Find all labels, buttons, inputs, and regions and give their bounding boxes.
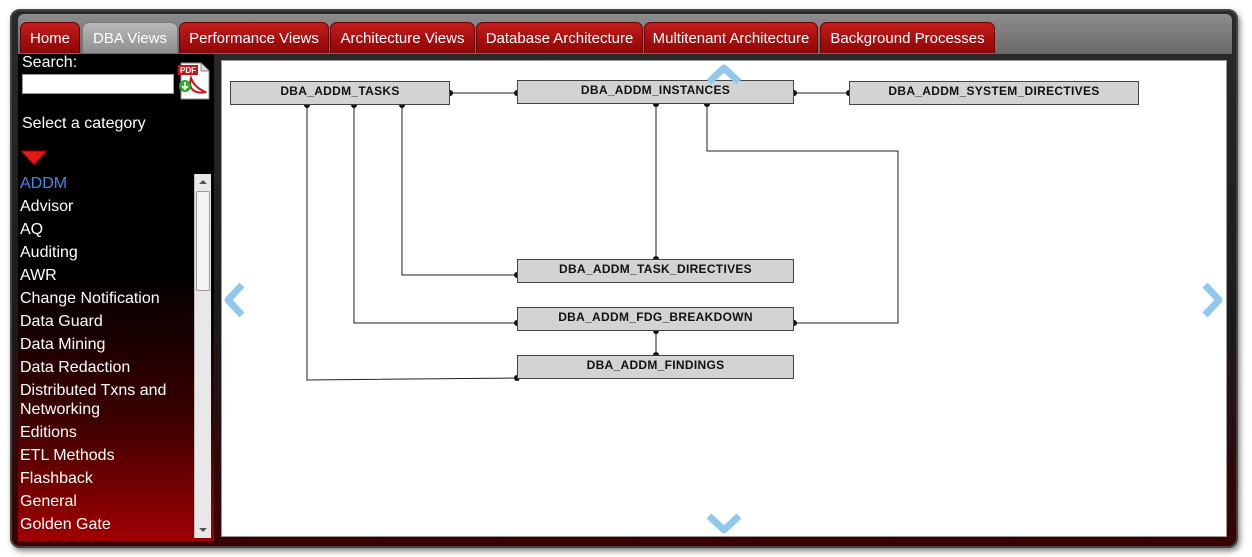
category-item[interactable]: ADDM — [20, 175, 68, 192]
diagram-edge-tasks-taskdir — [401, 105, 517, 276]
pan-up-icon[interactable] — [706, 62, 742, 86]
category-item[interactable]: Data Guard — [20, 313, 103, 330]
category-item[interactable]: Golden Gate — [20, 516, 111, 533]
category-item[interactable]: Auditing — [20, 244, 78, 261]
pan-down-icon[interactable] — [706, 512, 742, 536]
tab-dba-views[interactable]: DBA Views — [82, 22, 178, 53]
diagram-node-findings[interactable]: DBA_ADDM_FINDINGS — [517, 355, 794, 379]
sidebar — [18, 54, 214, 541]
pdf-icon-text: PDF — [180, 66, 196, 75]
category-item[interactable]: Data Mining — [20, 336, 106, 353]
search-label: Search: — [22, 54, 78, 71]
diagram-node-tasks[interactable]: DBA_ADDM_TASKS — [230, 81, 450, 105]
diagram-edge-tasks-findings — [306, 105, 518, 381]
category-item[interactable]: AQ — [20, 221, 44, 238]
category-item[interactable]: Change Notification — [20, 290, 160, 307]
category-item[interactable]: Data Redaction — [20, 359, 131, 376]
diagram-edge-instances-fdg — [706, 104, 899, 324]
category-item[interactable]: Advisor — [20, 198, 74, 215]
diagram-edge-tasks-fdg — [353, 105, 517, 324]
scroll-up-icon[interactable] — [198, 177, 208, 187]
diagram-canvas — [221, 60, 1227, 537]
category-item[interactable]: Flashback — [20, 470, 93, 487]
tab-home[interactable]: Home — [20, 22, 80, 53]
category-item[interactable]: ETL Methods — [20, 447, 115, 464]
category-scrollbar[interactable] — [194, 174, 211, 538]
category-item[interactable]: AWR — [20, 267, 57, 284]
tab-multitenant-architecture[interactable]: Multitenant Architecture — [644, 22, 818, 53]
search-input[interactable] — [22, 74, 174, 94]
category-dropdown-icon[interactable] — [20, 150, 48, 166]
category-item[interactable]: Distributed Txns and Networking — [20, 382, 167, 418]
tab-background-processes[interactable]: Background Processes — [820, 22, 995, 53]
scroll-down-icon[interactable] — [198, 525, 208, 535]
pan-right-icon[interactable] — [1201, 282, 1225, 318]
tab-performance-views[interactable]: Performance Views — [179, 22, 329, 53]
diagram-node-taskdir[interactable]: DBA_ADDM_TASK_DIRECTIVES — [517, 259, 794, 283]
category-item[interactable]: General — [20, 493, 77, 510]
tab-architecture-views[interactable]: Architecture Views — [330, 22, 475, 53]
category-item[interactable]: Editions — [20, 424, 77, 441]
scroll-thumb[interactable] — [196, 191, 210, 291]
category-label: Select a category — [22, 115, 146, 132]
tab-database-architecture[interactable]: Database Architecture — [476, 22, 643, 53]
diagram-node-sysdir[interactable]: DBA_ADDM_SYSTEM_DIRECTIVES — [849, 81, 1139, 105]
diagram-node-instances[interactable]: DBA_ADDM_INSTANCES — [517, 80, 794, 104]
pdf-download-icon[interactable]: PDF — [177, 62, 211, 100]
pan-left-icon[interactable] — [222, 282, 246, 318]
diagram-node-fdg[interactable]: DBA_ADDM_FDG_BREAKDOWN — [517, 307, 794, 331]
